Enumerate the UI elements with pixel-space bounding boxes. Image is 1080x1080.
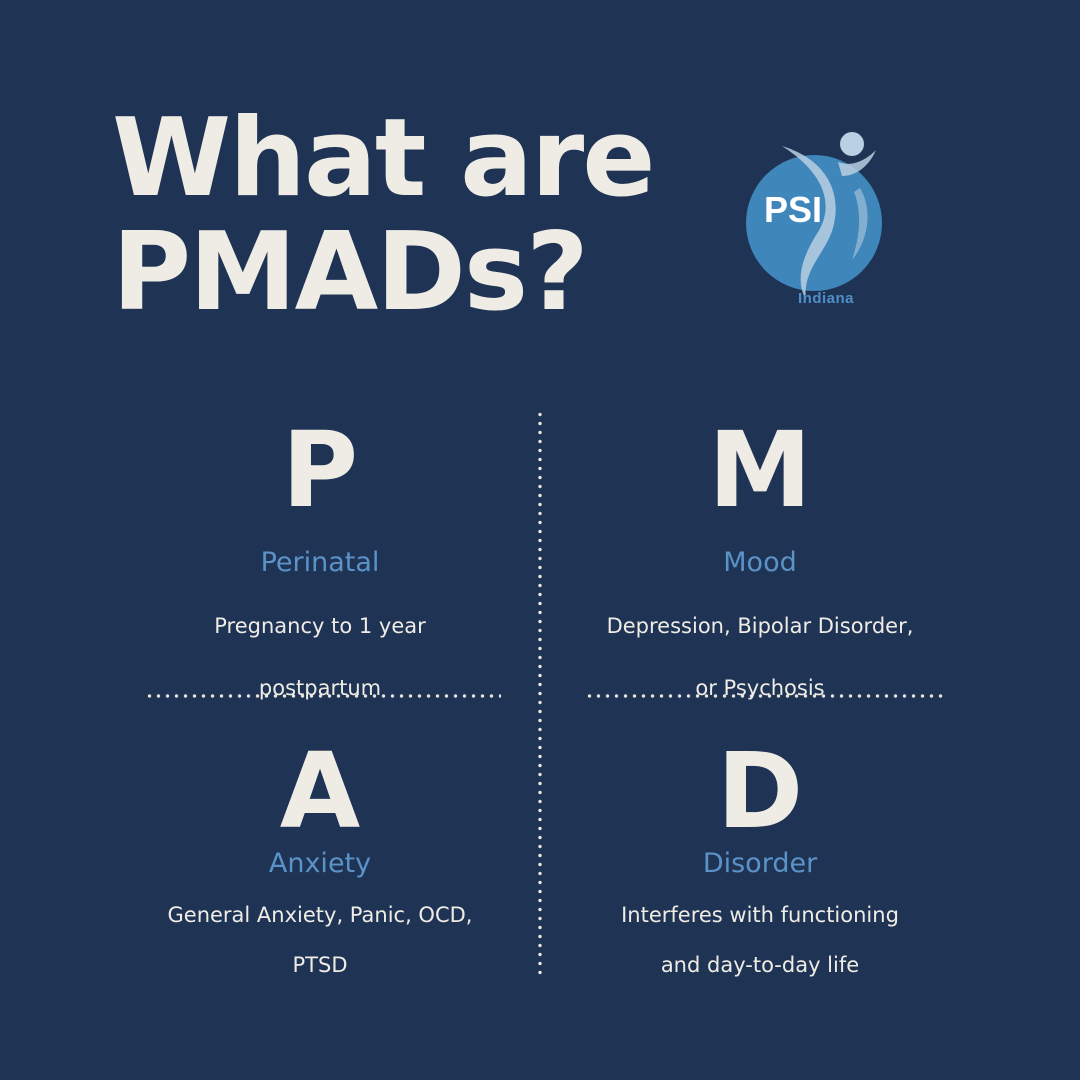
title-line-1: What are bbox=[112, 96, 656, 221]
quadrant-desc-line-1: Interferes with functioning bbox=[621, 903, 899, 927]
quadrant-desc-line-2: and day-to-day life bbox=[660, 953, 860, 977]
logo-initials: PSI bbox=[764, 189, 822, 230]
page-title: What are PMADs? bbox=[112, 96, 656, 335]
logo-subtitle: Indiana bbox=[798, 290, 855, 307]
quadrant-desc-line-2: PTSD bbox=[292, 953, 348, 977]
horizontal-divider-left bbox=[145, 694, 501, 698]
quadrant-letter: M bbox=[708, 409, 812, 531]
quadrant-letter: P bbox=[281, 409, 359, 531]
quadrant-desc-line-1: General Anxiety, Panic, OCD, bbox=[167, 903, 473, 927]
psi-logo-icon: PSI bbox=[746, 132, 882, 300]
psi-indiana-logo: PSI bbox=[742, 128, 890, 313]
quadrant-letter: D bbox=[716, 730, 804, 852]
horizontal-divider-right bbox=[585, 694, 943, 698]
quadrant-mood: M Mood Depression, Bipolar Disorder, or … bbox=[560, 412, 960, 704]
quadrant-word: Disorder bbox=[702, 848, 818, 879]
quadrant-letter: A bbox=[279, 730, 361, 852]
quadrant-anxiety: A Anxiety General Anxiety, Panic, OCD, P… bbox=[120, 733, 520, 981]
quadrant-desc-line-2: or Psychosis bbox=[695, 676, 825, 700]
quadrant-desc-line-1: Depression, Bipolar Disorder, bbox=[606, 614, 914, 638]
quadrant-disorder: D Disorder Interferes with functioning a… bbox=[560, 733, 960, 981]
quadrant-word: Perinatal bbox=[260, 547, 380, 578]
quadrant-word: Anxiety bbox=[268, 848, 372, 879]
quadrant-desc-line-2: postpartum bbox=[258, 676, 382, 700]
title-line-2: PMADs? bbox=[112, 210, 589, 335]
vertical-divider bbox=[538, 410, 542, 976]
quadrant-desc-line-1: Pregnancy to 1 year bbox=[214, 614, 426, 638]
quadrant-word: Mood bbox=[723, 547, 797, 578]
quadrant-perinatal: P Perinatal Pregnancy to 1 year postpart… bbox=[120, 412, 520, 704]
